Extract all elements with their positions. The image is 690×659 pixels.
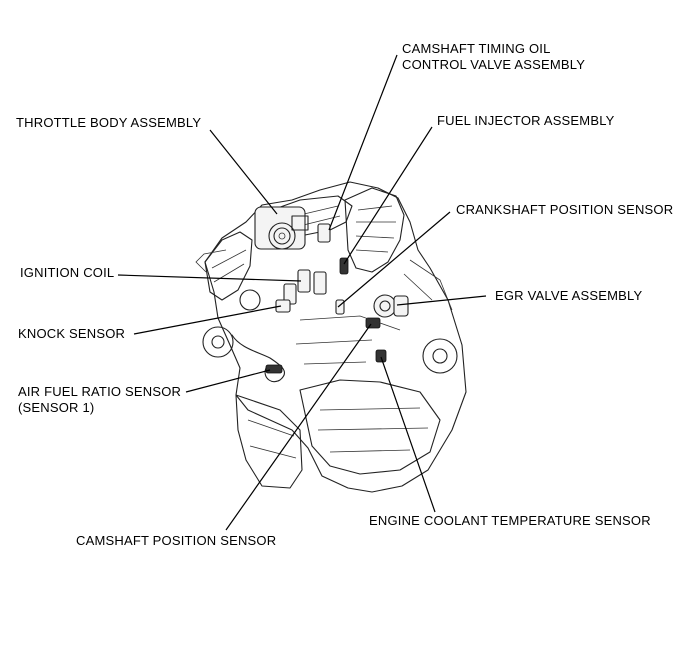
leader-crankshaft [337, 211, 451, 308]
leader-egr [396, 295, 487, 306]
label-crankshaft-position: CRANKSHAFT POSITION SENSOR [456, 202, 674, 217]
leader-camshaft-timing [328, 54, 398, 231]
leader-lines [117, 54, 487, 531]
label-camshaft-timing-line1: CAMSHAFT TIMING OIL [402, 41, 551, 56]
label-camshaft-position: CAMSHAFT POSITION SENSOR [76, 533, 277, 548]
label-engine-coolant: ENGINE COOLANT TEMPERATURE SENSOR [369, 513, 651, 528]
leader-air-fuel [185, 369, 271, 393]
label-knock-sensor: KNOCK SENSOR [18, 326, 126, 341]
label-throttle-body: THROTTLE BODY ASSEMBLY [16, 115, 202, 130]
label-fuel-injector: FUEL INJECTOR ASSEMBLY [437, 113, 615, 128]
label-camshaft-timing-line2: CONTROL VALVE ASSEMBLY [402, 57, 586, 72]
leader-camshaft-position [225, 323, 372, 531]
leader-fuel-injector [343, 126, 433, 265]
label-air-fuel-line2: (SENSOR 1) [18, 400, 95, 415]
engine-illustration [195, 181, 467, 493]
label-air-fuel-line1: AIR FUEL RATIO SENSOR [18, 384, 182, 399]
leader-throttle-body [209, 129, 278, 215]
leader-knock [133, 305, 282, 335]
leader-ignition-coil [117, 274, 302, 282]
label-ignition-coil: IGNITION COIL [20, 265, 115, 280]
label-egr-valve: EGR VALVE ASSEMBLY [495, 288, 643, 303]
leader-coolant [380, 356, 436, 513]
